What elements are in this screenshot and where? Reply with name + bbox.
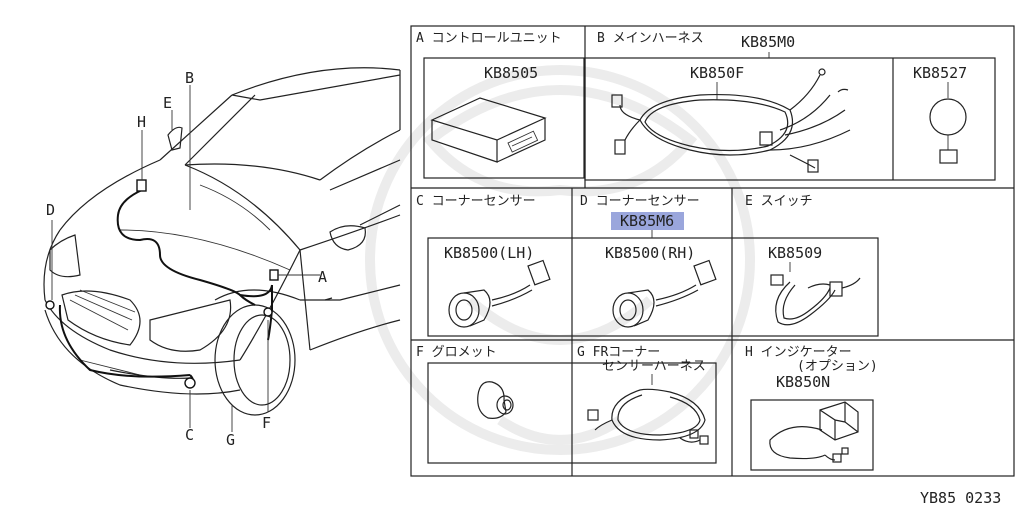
section-fr-sensor-harness: G FRコーナー センサーハーネス <box>577 345 709 445</box>
section-h-title-line2: (オプション) <box>797 359 878 374</box>
harness-sub-part-icon <box>929 98 967 164</box>
section-d-group-part: KB85M6 <box>620 212 674 230</box>
car-label-f: F <box>262 414 271 432</box>
fr-sensor-harness-icon <box>587 388 709 445</box>
section-control-unit: A コントロールユニット KB8505 <box>416 31 585 179</box>
watermark-emblem <box>365 65 755 455</box>
car-label-e: E <box>163 94 172 112</box>
section-b-part: KB850F <box>690 64 744 82</box>
switch-icon <box>770 274 861 326</box>
section-indicator: H インジケーター (オプション) KB850N <box>745 345 878 471</box>
main-harness-icon <box>611 68 851 173</box>
section-b-title: B メインハーネス <box>597 31 704 46</box>
section-a-part: KB8505 <box>484 64 538 82</box>
section-switch: E スイッチ KB8509 <box>745 194 861 326</box>
car-illustration: A B C D E F G H <box>43 67 401 449</box>
section-g-title-line2: センサーハーネス <box>602 359 706 374</box>
section-corner-sensor-lh: C コーナーセンサー KB8500(LH) <box>416 194 879 337</box>
parts-grid <box>410 25 1015 477</box>
section-d-part: KB8500(RH) <box>605 244 695 262</box>
section-corner-sensor-rh: D コーナーセンサー KB85M6 KB8500(RH) <box>580 194 717 328</box>
drawing-code: YB85 0233 <box>920 489 1001 507</box>
control-unit-icon <box>430 97 547 163</box>
section-c-title: C コーナーセンサー <box>416 194 536 209</box>
car-label-g: G <box>226 431 235 449</box>
section-h-title-line1: H インジケーター <box>745 345 852 360</box>
car-label-h: H <box>137 113 146 131</box>
car-label-c: C <box>185 426 194 444</box>
section-g-title-line1: G FRコーナー <box>577 345 660 360</box>
car-label-d: D <box>46 201 55 219</box>
part-highlight <box>611 212 684 230</box>
section-main-harness: B メインハーネス KB85M0 KB850F KB8527 <box>584 31 996 181</box>
section-grommet: F グロメット <box>416 345 717 464</box>
car-label-a: A <box>318 268 327 286</box>
corner-sensor-rh-icon <box>612 259 717 328</box>
indicator-icon <box>769 401 859 463</box>
section-c-part: KB8500(LH) <box>444 244 534 262</box>
corner-sensor-lh-icon <box>448 259 551 328</box>
section-d-title: D コーナーセンサー <box>580 194 700 209</box>
section-f-title: F グロメット <box>416 345 497 360</box>
section-h-part: KB850N <box>776 373 830 391</box>
section-b-group-part: KB85M0 <box>741 33 795 51</box>
section-b-sub-part: KB8527 <box>913 64 967 82</box>
section-e-part: KB8509 <box>768 244 822 262</box>
section-a-title: A コントロールユニット <box>416 31 562 46</box>
car-label-b: B <box>185 69 194 87</box>
section-e-title: E スイッチ <box>745 194 813 209</box>
grommet-icon <box>477 381 514 419</box>
